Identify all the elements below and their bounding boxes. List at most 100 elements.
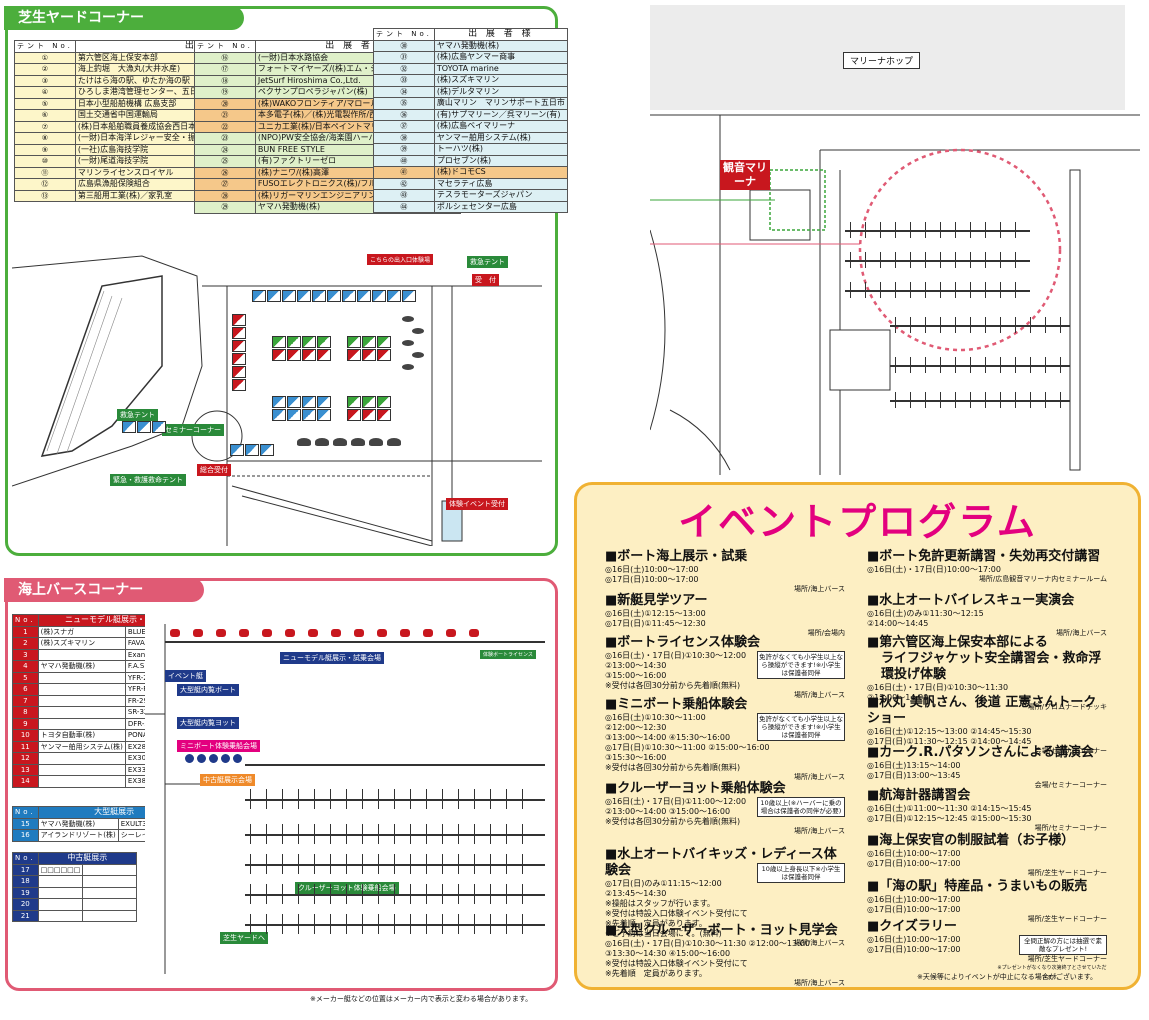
slip <box>410 789 411 809</box>
event-time: ◎17日(日)①11:45〜12:30 <box>605 619 706 628</box>
slip <box>426 884 427 904</box>
license-label: 体験ボートライセンス <box>480 650 536 659</box>
boat-number: 8 <box>12 706 39 719</box>
event-time: ◎16日(土)①12:15〜13:00 <box>605 609 706 618</box>
event-item: ■大型クルーザーボート・ヨット見学会◎16日(土)・17日(日)①10:30〜1… <box>605 923 845 987</box>
tent <box>137 421 151 433</box>
slip <box>940 252 941 268</box>
tent-number: ㊷ <box>373 177 435 190</box>
slip <box>1015 252 1016 268</box>
tent-number: ⑧ <box>14 132 76 145</box>
tent <box>377 336 391 348</box>
slip <box>955 222 956 238</box>
event-time: ◎16日(土)10:00〜17:00 <box>867 935 961 944</box>
maker-name: トヨタ自動車(株) <box>37 729 126 742</box>
event-time: ◎16日(土)①11:00〜11:30 ②14:15〜15:45 <box>867 804 1032 813</box>
exhibitor-name: ポルシェセンター広島 <box>433 200 568 213</box>
tent <box>152 421 166 433</box>
slip <box>314 789 315 809</box>
slip <box>522 884 523 904</box>
tent <box>232 366 246 378</box>
slip <box>474 824 475 844</box>
event-item: ■クルーザーヨット乗船体験会◎16日(土)・17日(日)①11:00〜12:00… <box>605 781 845 835</box>
slip <box>490 789 491 809</box>
col-no: No. <box>12 614 39 627</box>
lawn-yard-map: 救急テント セミナーコーナー 緊急・救護救命テント 総合受付 体験イベント受付 … <box>12 246 547 546</box>
event-time: ◎16日(土)・17日(日)①10:30〜12:00 <box>605 651 747 660</box>
tent <box>230 444 244 456</box>
slip <box>925 392 926 408</box>
slip <box>266 884 267 904</box>
slip <box>250 914 251 934</box>
tent <box>342 290 356 302</box>
table-row: 19 <box>12 886 137 899</box>
tent-number: ㊱ <box>373 108 435 121</box>
exhibitor-name: マセラティ広島 <box>433 177 568 190</box>
event-place: 場所/海上バース <box>793 827 845 835</box>
pier <box>890 325 1070 327</box>
slip <box>895 317 896 333</box>
slip <box>330 854 331 874</box>
slip <box>490 914 491 934</box>
pier <box>890 400 1070 402</box>
event-place: 場所/海上バース <box>1055 629 1107 637</box>
slip <box>442 824 443 844</box>
maker-name <box>37 683 126 696</box>
used-boat-header: 中古艇展示 <box>37 852 138 865</box>
maker-name <box>37 763 126 776</box>
slip <box>410 884 411 904</box>
slip <box>346 824 347 844</box>
exhibitor-name: (有)サプマリーン／呉マリーン(有) <box>433 108 568 121</box>
event-note: 免許がなくても小学生以上なら操縦ができます!※小学生は保護者同伴 <box>757 713 845 741</box>
exhibitor-name: ヤマハ発動機(株) <box>433 39 568 52</box>
pier <box>245 799 545 801</box>
event-place: 場所/海上バース <box>793 773 845 781</box>
event-time: ◎16日(土)のみ①11:30〜12:15 <box>867 609 984 618</box>
maker-name <box>37 694 126 707</box>
slip <box>865 282 866 298</box>
slip <box>426 789 427 809</box>
slip <box>1000 282 1001 298</box>
tent-number: ㉜ <box>373 62 435 75</box>
tent <box>362 396 376 408</box>
table-row: 17□□□□□□ <box>12 863 137 876</box>
lawn-yard-map-lines <box>12 255 542 546</box>
exhibitor-name: (株)デルタマリン <box>433 85 568 98</box>
slip <box>442 914 443 934</box>
berth-slot <box>308 629 318 637</box>
event-note-2: ※プレゼントがなくなり次第終了とさせていただきます。 <box>997 965 1107 981</box>
tent <box>362 336 376 348</box>
slip <box>378 854 379 874</box>
event-time: ※受付は各回30分前から先着順(無料) <box>605 763 741 772</box>
tent <box>362 349 376 361</box>
slip <box>940 392 941 408</box>
tent-number: ㊳ <box>373 131 435 144</box>
slip <box>266 914 267 934</box>
boat-icon <box>315 438 329 446</box>
tent-number: ㊶ <box>373 166 435 179</box>
tent-number: ㉚ <box>373 39 435 52</box>
slip <box>522 854 523 874</box>
event-heading: ■新艇見学ツアー <box>605 593 708 608</box>
lawn-yard-title: 芝生ヤードコーナー <box>4 6 244 30</box>
tent-number: ⑬ <box>14 189 76 202</box>
tent <box>402 290 416 302</box>
event-note: 10歳以上(※ハーバーに乗の場合は保護者の同伴が必要) <box>757 797 845 817</box>
slip <box>426 854 427 874</box>
event-place: 場所/海上バース <box>793 585 845 593</box>
event-time: ◎16日(土)・17日(日)①11:00〜12:00 <box>605 797 747 806</box>
slip <box>506 884 507 904</box>
boat-icon <box>297 438 311 446</box>
boat-icon <box>402 316 414 322</box>
slip <box>250 854 251 874</box>
slip <box>442 789 443 809</box>
boat-number: 16 <box>12 829 39 842</box>
tent <box>317 409 331 421</box>
tent <box>377 396 391 408</box>
slip <box>346 914 347 934</box>
col-no: No. <box>12 806 39 819</box>
slip <box>985 317 986 333</box>
